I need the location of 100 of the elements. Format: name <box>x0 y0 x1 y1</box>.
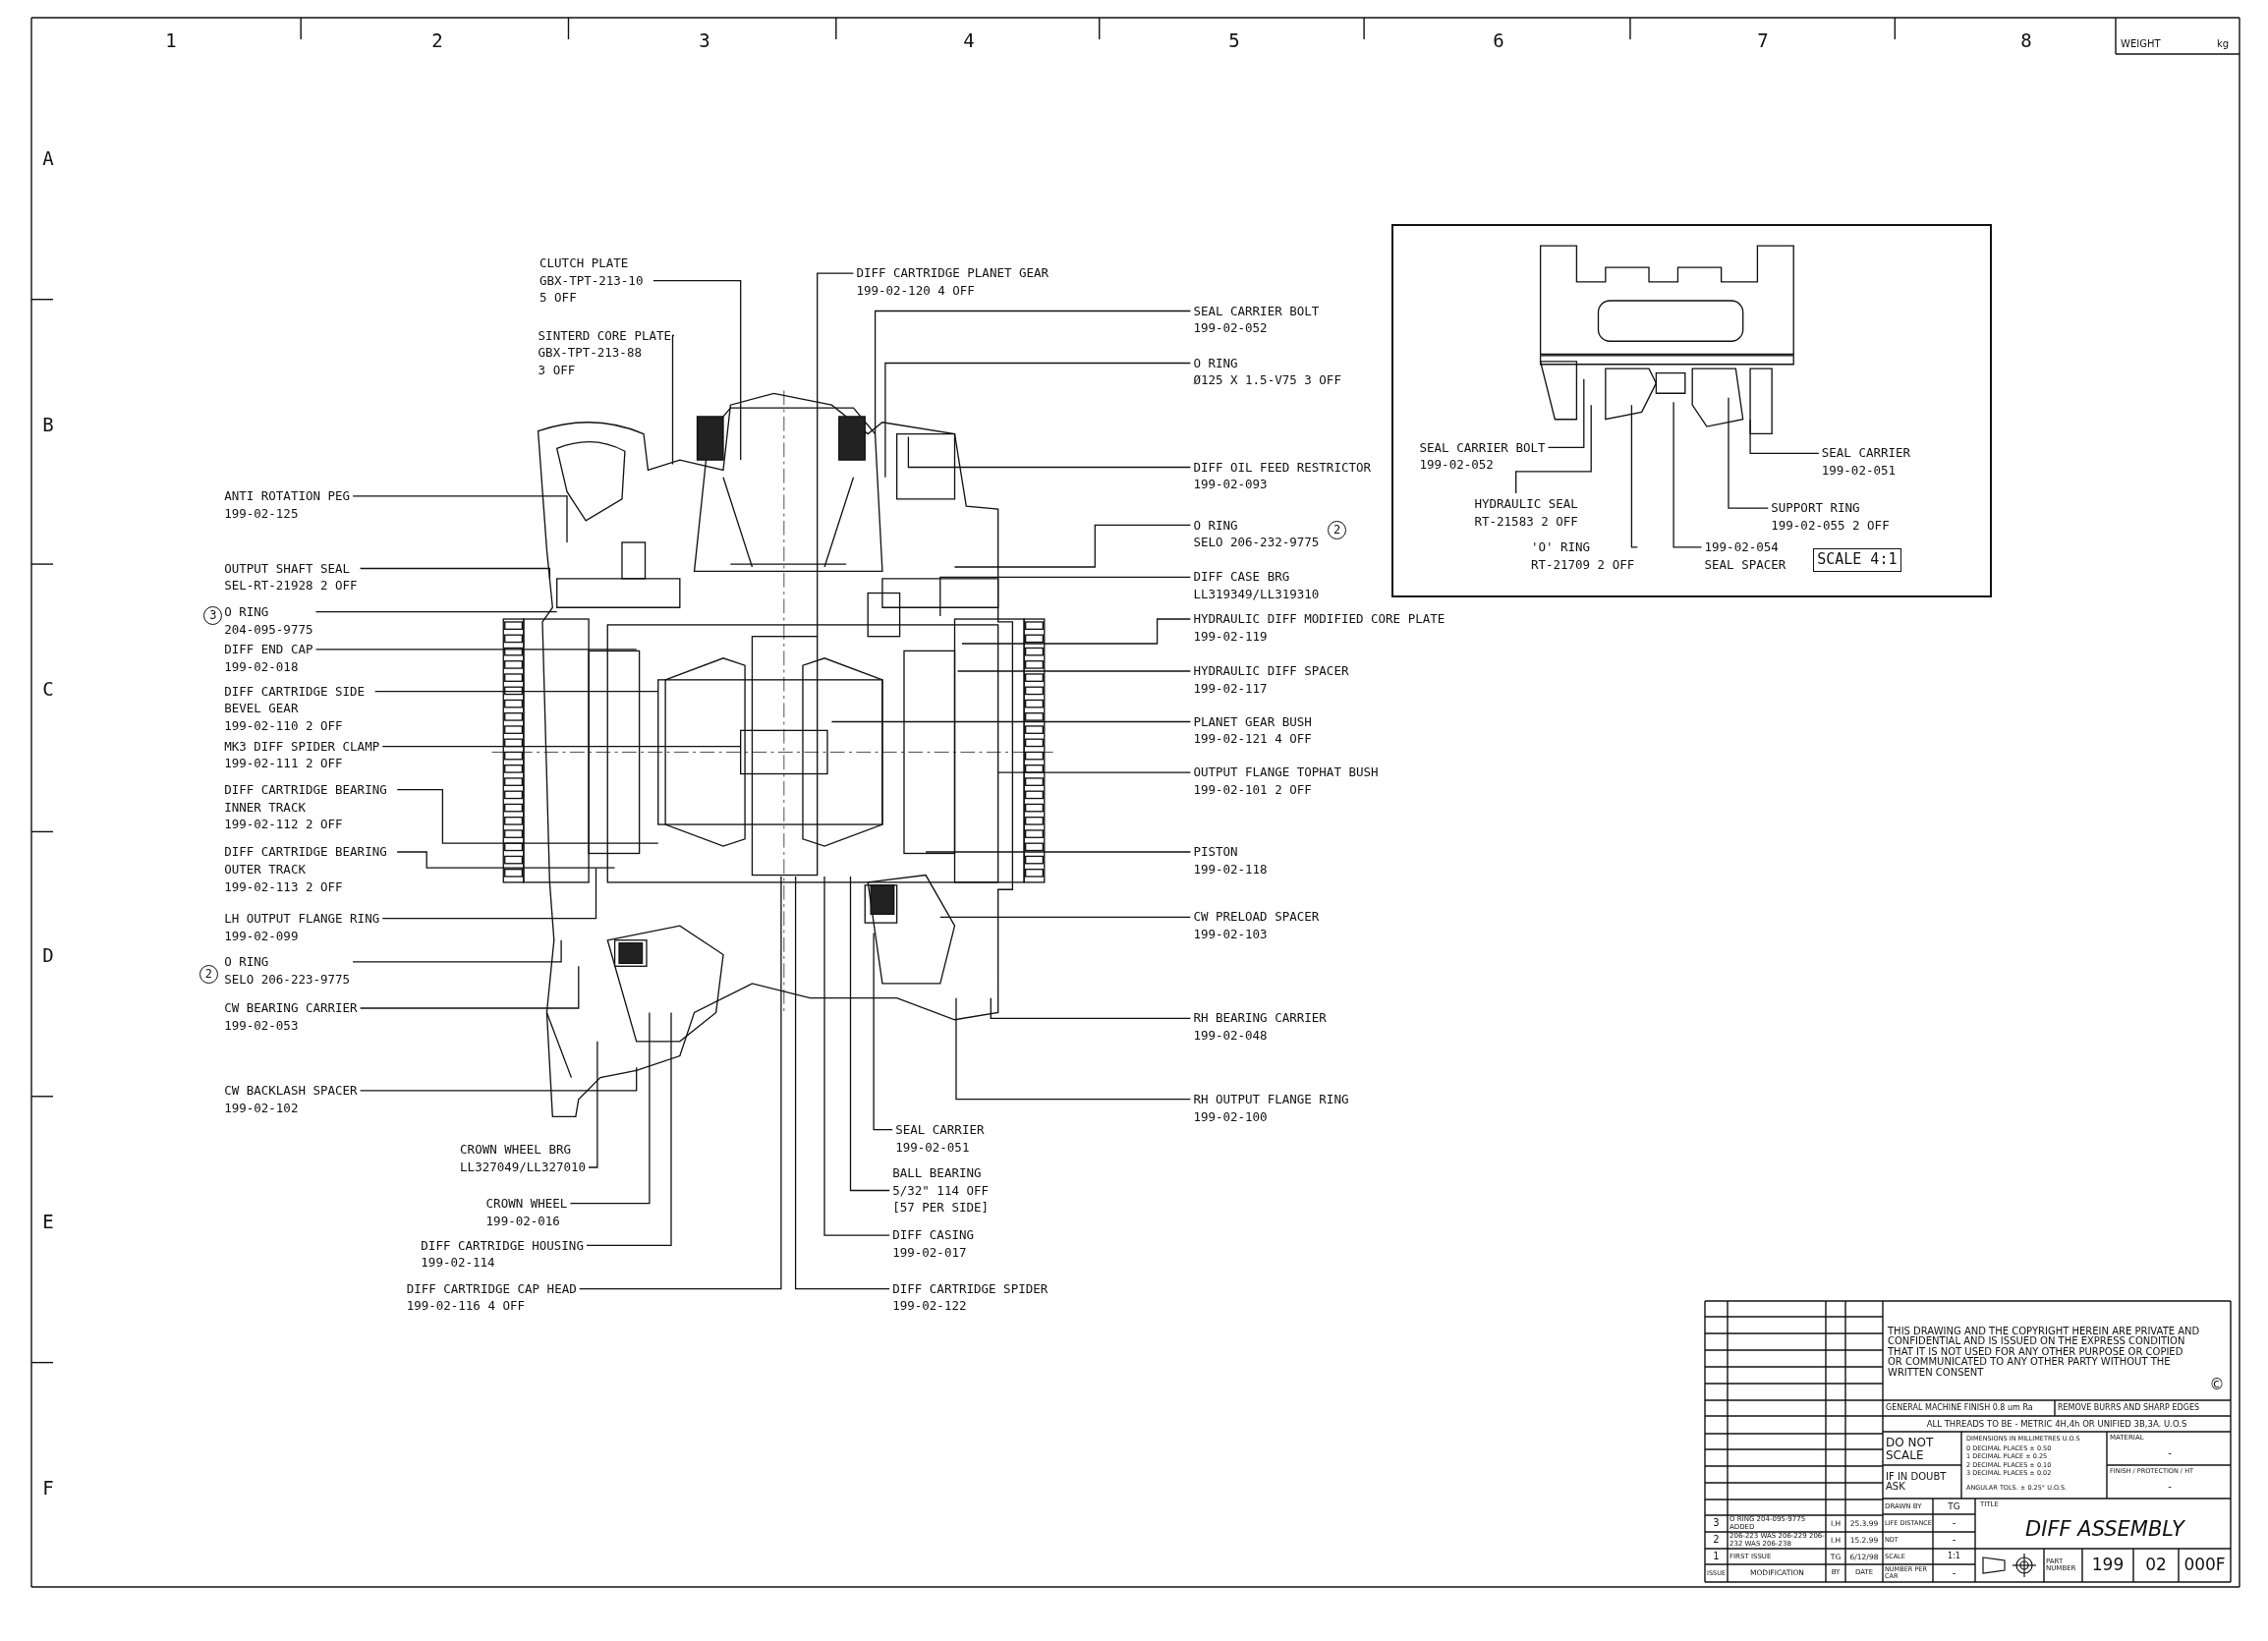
leader-line <box>381 867 597 920</box>
title-block-text: - <box>1951 1516 1957 1531</box>
grid-reference: D <box>41 944 55 968</box>
callout-text: DIFF CARTRIDGE SPIDER 199-02-122 <box>892 1279 1049 1316</box>
callout-text: HYDRAULIC DIFF SPACER 199-02-117 <box>1193 662 1349 698</box>
callout-text: PLANET GEAR BUSH 199-02-121 4 OFF <box>1193 712 1312 749</box>
grid-reference: 8 <box>2019 29 2033 53</box>
title-block-text: IF IN DOUBT ASK <box>1885 1469 1948 1494</box>
callout-text: DIFF CARTRIDGE PLANET GEAR 199-02-120 4 OFF <box>856 264 1049 300</box>
title-block-text: - <box>1951 1565 1957 1580</box>
leader-line <box>997 771 1192 773</box>
callout-text: O RING 204-095-9775 <box>224 602 313 639</box>
callout-text: CW BACKLASH SPACER 199-02-102 <box>224 1082 358 1117</box>
leader-line <box>359 965 580 1009</box>
callout-text: MK3 DIFF SPIDER CLAMP 199-02-111 2 OFF <box>224 737 380 773</box>
leader-line <box>873 932 893 1131</box>
leader-line <box>884 362 1192 479</box>
leader-line <box>359 1066 638 1092</box>
title-block-text: DO NOT SCALE <box>1885 1434 1935 1464</box>
callout-text: DIFF CARTRIDGE BEARING OUTER TRACK 199-02-113 2 OFF <box>224 843 395 896</box>
leader-line <box>314 649 638 651</box>
callout-text: 'O' RING RT-21709 2 OFF <box>1530 538 1635 574</box>
callout-text: DIFF CARTRIDGE CAP HEAD 199-02-116 4 OFF <box>406 1279 577 1316</box>
title-block-text: - <box>1951 1533 1957 1548</box>
callout-text: CLUTCH PLATE GBX-TPT-213-10 5 OFF <box>539 255 651 308</box>
leader-line <box>352 939 562 963</box>
grid-reference: A <box>41 147 55 171</box>
callout-text: HYDRAULIC SEAL RT-21583 2 OFF <box>1474 494 1578 531</box>
grid-reference: 5 <box>1227 29 1241 53</box>
leader-line <box>1547 378 1585 449</box>
part-number: 02 <box>2144 1554 2168 1577</box>
leader-line <box>849 876 890 1192</box>
callout-text: HYDRAULIC DIFF MODIFIED CORE PLATE 199-02-119 <box>1193 610 1446 646</box>
leader-line <box>588 1041 598 1168</box>
title-block-text: - <box>2167 1445 2173 1460</box>
scale-note: SCALE 4:1 <box>1812 548 1901 572</box>
callout-text: DIFF OIL FEED RESTRICTOR 199-02-093 <box>1193 458 1371 493</box>
title-block-text: - <box>2167 1479 2173 1494</box>
leader-line <box>374 690 659 693</box>
callout-text: PISTON 199-02-118 <box>1193 843 1268 878</box>
title-block-text: GENERAL MACHINE FINISH 0.8 um Ra <box>1885 1402 2034 1415</box>
callout-text: SINTERD CORE PLATE GBX-TPT-213-88 3 OFF <box>538 326 672 379</box>
callout-text: O RING SELO 206-232-9775 <box>1193 516 1320 551</box>
title-block-text: TG <box>1947 1500 1961 1513</box>
leader-line <box>956 670 1192 672</box>
callout-text: LH OUTPUT FLANGE RING 199-02-099 <box>224 909 380 945</box>
leader-line <box>396 851 616 869</box>
leader-line <box>794 876 890 1290</box>
grid-reference: E <box>41 1211 55 1234</box>
callout-text: 199-02-054 SEAL SPACER <box>1704 538 1786 574</box>
callout-text: DIFF CASE BRG LL319349/LL319310 <box>1193 568 1320 603</box>
grid-reference: 7 <box>1756 29 1770 53</box>
leader-line <box>359 567 551 580</box>
callout-text: O RING Ø125 X 1.5-V75 3 OFF <box>1193 354 1341 390</box>
revision-entry: 3 <box>1712 1516 1721 1531</box>
callout-text: OUTPUT SHAFT SEAL SEL-RT-21928 2 OFF <box>224 559 358 595</box>
grid-reference: 4 <box>962 29 976 53</box>
grid-reference: F <box>41 1477 55 1500</box>
leader-line <box>314 611 558 613</box>
drawing-title: DIFF ASSEMBLY <box>2024 1516 2186 1544</box>
callout-text: BALL BEARING 5/32" 114 OFF [57 PER SIDE] <box>892 1163 996 1217</box>
revision-entry: 1 <box>1712 1550 1721 1564</box>
callout-text: ANTI ROTATION PEG 199-02-125 <box>224 487 351 523</box>
leader-line <box>1515 404 1592 494</box>
title-block-text: 1:1 <box>1947 1550 1961 1562</box>
leader-line <box>907 435 1192 469</box>
leader-line <box>1728 397 1769 509</box>
leader-line <box>1673 401 1703 548</box>
leader-line <box>1630 404 1638 548</box>
leader-line <box>925 851 1192 853</box>
copyright-symbol: © <box>2208 1376 2226 1395</box>
callout-text: SEAL CARRIER 199-02-051 <box>895 1120 985 1157</box>
weight-label: WEIGHT <box>2120 37 2162 52</box>
title-block-text: REMOVE BURRS AND SHARP EDGES <box>2057 1402 2201 1415</box>
callout-text: DIFF CASING 199-02-017 <box>892 1226 974 1262</box>
grid-reference: 6 <box>1492 29 1505 53</box>
detail-view-frame <box>1391 224 1992 597</box>
callout-text: CROWN WHEEL 199-02-016 <box>485 1194 568 1230</box>
leader-line <box>830 720 1192 723</box>
callout-text: RH BEARING CARRIER 199-02-048 <box>1193 1009 1327 1045</box>
leader-line <box>955 997 1192 1101</box>
leader-line <box>652 279 742 461</box>
revision-entry: 2 <box>1712 1533 1721 1548</box>
grid-reference: 1 <box>164 29 178 53</box>
grid-reference: 3 <box>698 29 711 53</box>
leader-line <box>990 997 1192 1019</box>
callout-text: CW BEARING CARRIER 199-02-053 <box>224 999 358 1035</box>
leader-line <box>953 524 1192 568</box>
callout-text: DIFF CARTRIDGE HOUSING 199-02-114 <box>421 1236 584 1272</box>
part-number: 000F <box>2183 1554 2227 1577</box>
callout-text: OUTPUT FLANGE TOPHAT BUSH 199-02-101 2 OFF <box>1193 764 1379 799</box>
grid-reference: 2 <box>430 29 444 53</box>
callout-text: CROWN WHEEL BRG LL327049/LL327010 <box>460 1141 587 1176</box>
copyright-notice: THIS DRAWING AND THE COPYRIGHT HEREIN ARE PRIVATE AND CONFIDENTIAL AND IS ISSUED ON THE EXPRESS CONDITION THAT IT IS NOT USED FOR ANY OTHER PURPOSE OR COPIED OR COMMUNICATED TO ANY OTHER PARTY WITHOUT THE WRITTEN CONSENT <box>1887 1324 2201 1380</box>
leader-line <box>579 876 782 1290</box>
callout-text: SUPPORT RING 199-02-055 2 OFF <box>1771 499 1890 535</box>
leader-line <box>817 272 855 638</box>
callout-text: RH OUTPUT FLANGE RING 199-02-100 <box>1193 1090 1349 1126</box>
leader-line <box>961 618 1192 645</box>
grid-reference: B <box>41 414 55 437</box>
